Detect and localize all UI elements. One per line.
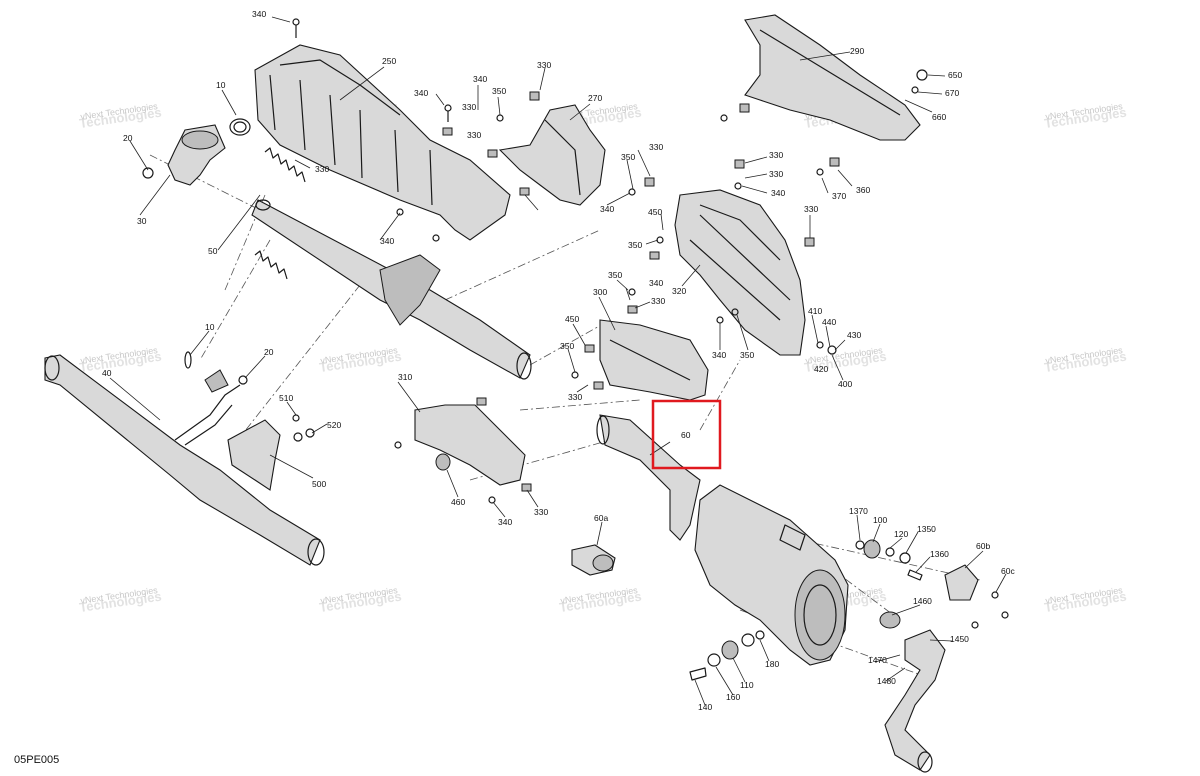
bracket-300	[599, 319, 709, 401]
callout-label: 320	[672, 286, 686, 296]
callout-label: 110	[740, 680, 754, 690]
bracket-500	[227, 419, 281, 491]
callout-label: 310	[398, 372, 412, 382]
leader-lines	[109, 16, 1007, 706]
callout-label: 330	[467, 130, 481, 140]
callout-label: 350	[560, 341, 574, 351]
lower-hardware	[689, 630, 765, 681]
diagram-code: 05PE005	[14, 754, 60, 766]
callout-labels: 340 250 10 20 30 330 340 350 340 330 330…	[102, 9, 1015, 712]
callout-label: 140	[698, 702, 712, 712]
callout-label: 350	[492, 86, 506, 96]
callout-label: 20	[264, 347, 274, 357]
callout-label: 160	[726, 692, 740, 702]
callout-label: 500	[312, 479, 326, 489]
callout-label: 370	[832, 191, 846, 201]
callout-label: 340	[414, 88, 428, 98]
callout-label: 350	[740, 350, 754, 360]
callout-label: 1370	[849, 506, 868, 516]
callout-label: 670	[945, 88, 959, 98]
callout-label: 340	[771, 188, 785, 198]
callout-label: 330	[769, 169, 783, 179]
heat-shield-290	[744, 14, 928, 141]
callout-label: 340	[600, 204, 614, 214]
springs	[254, 147, 306, 280]
callout-label: 60	[681, 430, 691, 440]
callout-label: 520	[327, 420, 341, 430]
callout-label: 450	[565, 314, 579, 324]
callout-label: 1470	[868, 655, 887, 665]
callout-label: 10	[216, 80, 226, 90]
front-elbow-30	[142, 118, 251, 186]
callout-label: 410	[808, 306, 822, 316]
callout-label: 660	[932, 112, 946, 122]
callout-label: 120	[894, 529, 908, 539]
callout-label: 1350	[917, 524, 936, 534]
callout-label: 10	[205, 322, 215, 332]
callout-label: 350	[621, 152, 635, 162]
sleeve-60a	[571, 544, 616, 576]
bracket-310	[414, 404, 526, 486]
callout-label: 430	[847, 330, 861, 340]
callout-label: 340	[252, 9, 266, 19]
callout-label: 60a	[594, 513, 608, 523]
callout-label: 420	[814, 364, 828, 374]
callout-label: 40	[102, 368, 112, 378]
callout-label: 30	[137, 216, 147, 226]
callout-label: 1480	[877, 676, 896, 686]
callout-label: 290	[850, 46, 864, 56]
callout-label: 300	[593, 287, 607, 297]
muffler-assembly	[596, 414, 849, 666]
callout-label: 400	[838, 379, 852, 389]
callout-label: 1360	[930, 549, 949, 559]
callout-label: 340	[473, 74, 487, 84]
callout-label: 440	[822, 317, 836, 327]
callout-label: 650	[948, 70, 962, 80]
callout-label: 270	[588, 93, 602, 103]
bracket-270	[498, 104, 606, 206]
mounting-hardware	[855, 539, 1009, 629]
callout-label: 180	[765, 659, 779, 669]
callout-label: 330	[462, 102, 476, 112]
front-pipe	[251, 199, 532, 380]
heat-shield-250	[254, 44, 511, 241]
callout-label: 60b	[976, 541, 990, 551]
callout-label: 340	[498, 517, 512, 527]
callout-label: 330	[769, 150, 783, 160]
callout-label: 340	[649, 278, 663, 288]
callout-label: 330	[651, 296, 665, 306]
callout-label: 50	[208, 246, 218, 256]
callout-label: 330	[315, 164, 329, 174]
callout-label: 1450	[950, 634, 969, 644]
callout-label: 450	[648, 207, 662, 217]
callout-label: 330	[537, 60, 551, 70]
callout-label: 510	[279, 393, 293, 403]
callout-label: 460	[451, 497, 465, 507]
callout-label: 330	[534, 507, 548, 517]
callout-label: 350	[628, 240, 642, 250]
callout-label: 20	[123, 133, 133, 143]
callout-label: 340	[712, 350, 726, 360]
callout-label: 350	[608, 270, 622, 280]
callout-label: 330	[649, 142, 663, 152]
callout-label: 330	[804, 204, 818, 214]
callout-label: 1460	[913, 596, 932, 606]
highlight-box	[651, 399, 722, 470]
callout-label: 250	[382, 56, 396, 66]
callout-label: 100	[873, 515, 887, 525]
callout-label: 330	[568, 392, 582, 402]
front-pipe-40	[44, 354, 325, 566]
tail-end-1450	[884, 629, 946, 773]
callout-label: 60c	[1001, 566, 1015, 576]
callout-label: 340	[380, 236, 394, 246]
callout-label: 360	[856, 185, 870, 195]
heat-shield-320	[674, 189, 806, 356]
